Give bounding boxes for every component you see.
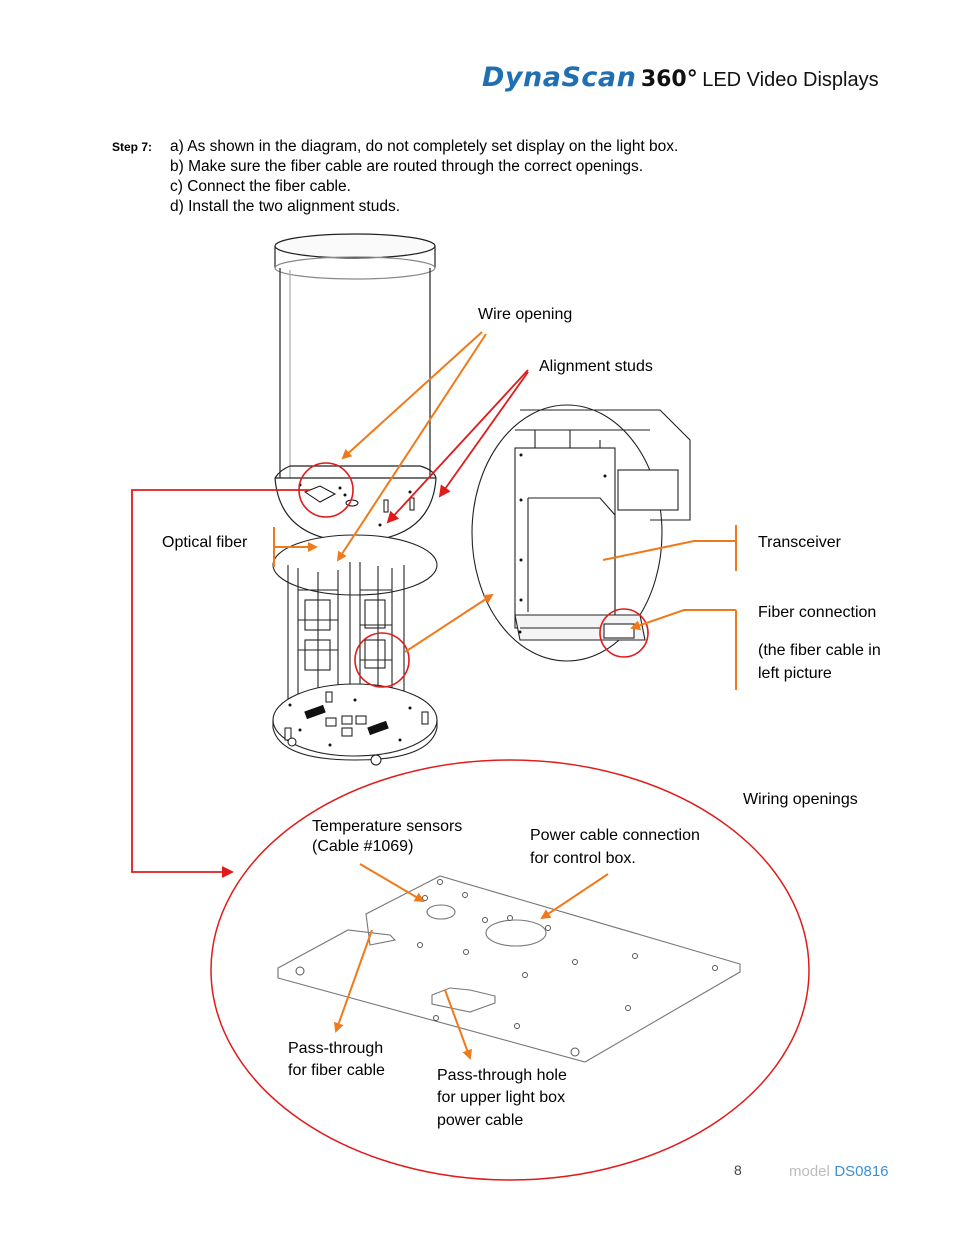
brand-logo: DynaScan — [482, 62, 637, 93]
label-alignment-studs: Alignment studs — [539, 358, 653, 375]
step-line-d: d) Install the two alignment studs. — [170, 198, 401, 215]
label-wiring-openings: Wiring openings — [743, 791, 858, 808]
step-line-a: a) As shown in the diagram, do not compl… — [170, 138, 679, 155]
footer-model-word: model — [789, 1163, 830, 1180]
fiber-connection-circle — [599, 608, 649, 658]
label-temp-sensors-1: Temperature sensors — [312, 818, 463, 835]
label-wire-opening: Wire opening — [478, 306, 573, 323]
brand-tagline: LED Video Displays — [702, 69, 879, 91]
step-line-c: c) Connect the fiber cable. — [170, 178, 351, 195]
label-fiber-note-1: (the fiber cable in — [758, 642, 881, 659]
plate-detail-oval — [210, 759, 810, 1181]
label-power-cable-2: for control box. — [530, 850, 636, 867]
mounting-plate — [277, 875, 741, 1063]
fiber-circle — [354, 632, 410, 688]
label-fiber-connection: Fiber connection — [758, 604, 877, 621]
brand-header: DynaScan 360° LED Video Displays — [482, 62, 879, 93]
label-transceiver: Transceiver — [758, 534, 841, 551]
brand-360: 360° — [640, 67, 698, 92]
label-optical-fiber: Optical fiber — [162, 534, 248, 551]
step-label: Step 7: — [112, 140, 153, 154]
label-pass-hole-1: Pass-through hole — [437, 1067, 567, 1084]
transceiver-detail — [471, 404, 691, 662]
label-power-cable-1: Power cable connection — [530, 827, 700, 844]
label-temp-sensors-2: (Cable #1069) — [312, 838, 414, 855]
label-pass-hole-2: for upper light box — [437, 1089, 566, 1106]
step-line-b: b) Make sure the fiber cable are routed … — [170, 158, 644, 175]
red-link-arrow — [131, 489, 310, 878]
footer-model-code: DS0816 — [834, 1163, 889, 1180]
label-pass-fiber-2: for fiber cable — [288, 1062, 385, 1079]
label-pass-fiber-1: Pass-through — [288, 1040, 384, 1057]
label-fiber-note-2: left picture — [758, 665, 832, 682]
footer-model: model DS0816 — [789, 1163, 889, 1181]
label-pass-hole-3: power cable — [437, 1112, 524, 1129]
page-number: 8 — [734, 1162, 742, 1178]
